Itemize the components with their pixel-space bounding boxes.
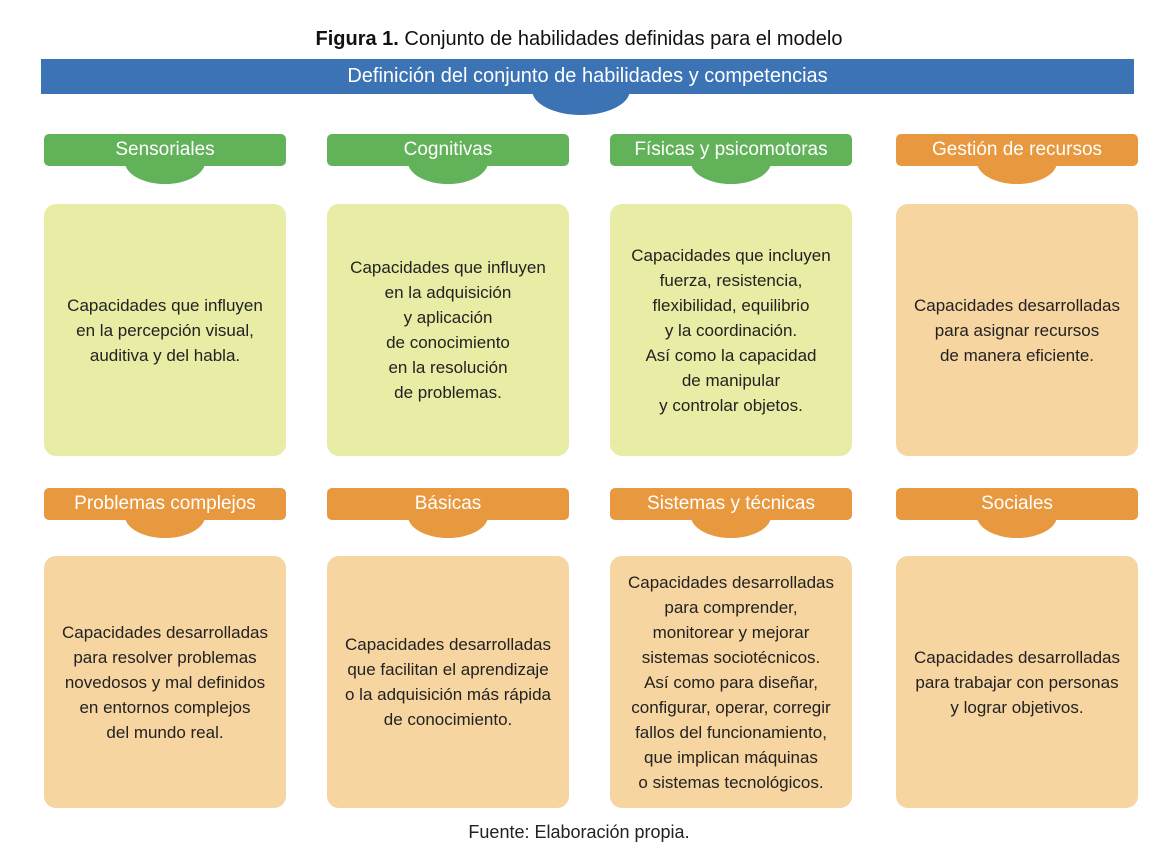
skill-header-connector bbox=[977, 516, 1057, 538]
skill-header: Sociales bbox=[896, 488, 1138, 520]
skill-header-connector bbox=[408, 516, 488, 538]
skill-header-connector bbox=[125, 516, 205, 538]
skill-header: Problemas complejos bbox=[44, 488, 286, 520]
skill-header: Físicas y psicomotoras bbox=[610, 134, 852, 166]
skill-description: Capacidades que incluyen fuerza, resiste… bbox=[610, 204, 852, 456]
skill-description: Capacidades desarrolladas que facilitan … bbox=[327, 556, 569, 808]
skill-description: Capacidades desarrolladas para resolver … bbox=[44, 556, 286, 808]
skill-header: Sensoriales bbox=[44, 134, 286, 166]
skill-header-connector bbox=[691, 162, 771, 184]
figure-title: Figura 1. Conjunto de habilidades defini… bbox=[0, 28, 1158, 51]
skill-description: Capacidades que influyen en la adquisici… bbox=[327, 204, 569, 456]
skill-header-connector bbox=[125, 162, 205, 184]
figure-label: Figura 1. bbox=[315, 28, 399, 50]
skill-header: Gestión de recursos bbox=[896, 134, 1138, 166]
skill-header-connector bbox=[691, 516, 771, 538]
skill-header-connector bbox=[977, 162, 1057, 184]
skill-header: Cognitivas bbox=[327, 134, 569, 166]
skill-description: Capacidades que influyen en la percepció… bbox=[44, 204, 286, 456]
skill-description: Capacidades desarrolladas para comprende… bbox=[610, 556, 852, 808]
skill-header-connector bbox=[408, 162, 488, 184]
source-note: Fuente: Elaboración propia. bbox=[468, 822, 690, 842]
skill-description: Capacidades desarrolladas para asignar r… bbox=[896, 204, 1138, 456]
skill-header: Básicas bbox=[327, 488, 569, 520]
figure-caption: Conjunto de habilidades definidas para e… bbox=[398, 28, 843, 50]
skill-description: Capacidades desarrolladas para trabajar … bbox=[896, 556, 1138, 808]
banner: Definición del conjunto de habilidades y… bbox=[41, 59, 1134, 94]
skill-header: Sistemas y técnicas bbox=[610, 488, 852, 520]
